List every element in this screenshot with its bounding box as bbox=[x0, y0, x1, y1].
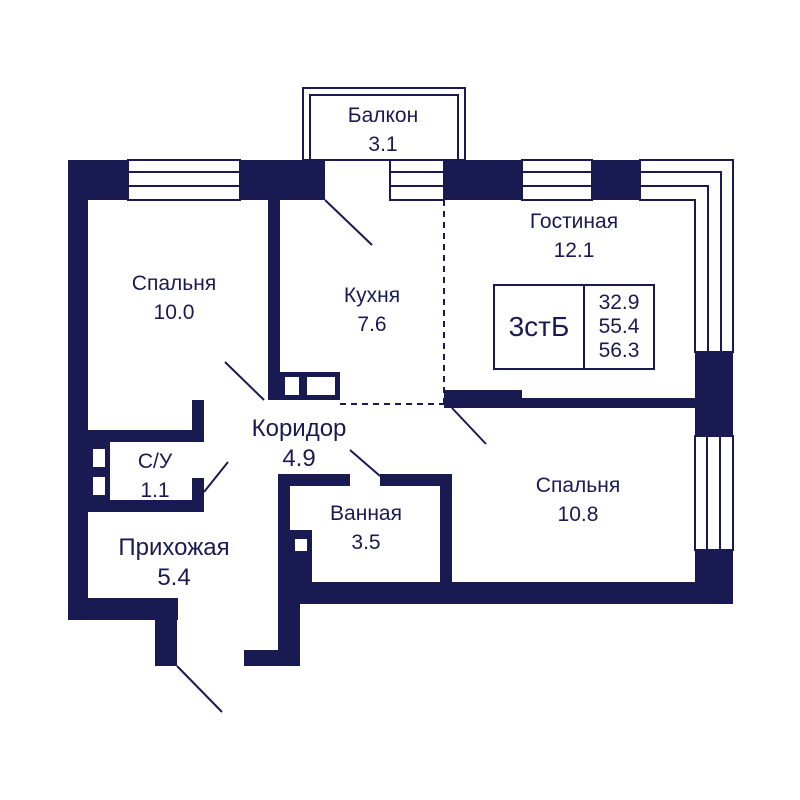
room-area: 10.0 bbox=[153, 301, 195, 324]
room-name: Кухня bbox=[343, 284, 401, 307]
door-entrance bbox=[176, 665, 223, 713]
living-area: 32.9 bbox=[598, 291, 640, 314]
room-label-bathroom: Ванная 3.5 bbox=[330, 499, 402, 557]
wall-top-right-b bbox=[592, 160, 640, 200]
wall-left bbox=[68, 160, 88, 620]
room-label-corridor: Коридор 4.9 bbox=[252, 414, 347, 474]
total-area-with-balcony: 56.3 bbox=[598, 339, 640, 362]
door-bedroom1 bbox=[224, 361, 265, 401]
window-living-corner bbox=[639, 159, 734, 353]
room-name: С/У bbox=[137, 450, 173, 473]
zone-dividers bbox=[340, 200, 445, 405]
room-label-balcony: Балкон 3.1 bbox=[348, 101, 418, 159]
wall-bath-top bbox=[278, 474, 350, 486]
apartment-summary-box: 3стБ 32.9 55.4 56.3 bbox=[493, 284, 655, 370]
wall-right-lower bbox=[695, 550, 733, 604]
total-area: 55.4 bbox=[598, 315, 640, 338]
room-area: 5.4 bbox=[157, 564, 191, 591]
door-kitchen-balcony bbox=[324, 199, 373, 246]
wall-wc-right bbox=[192, 478, 204, 512]
wall-bottom bbox=[278, 582, 733, 604]
wall-bath-left bbox=[278, 474, 290, 584]
room-name: Спальня bbox=[131, 272, 217, 295]
window-bedroom2 bbox=[694, 435, 734, 551]
wall-outlines bbox=[91, 87, 734, 553]
room-label-hallway: Прихожая 5.4 bbox=[118, 533, 229, 593]
doors bbox=[176, 199, 487, 713]
room-label-bedroom1: Спальня 10.0 bbox=[132, 269, 216, 327]
area-values: 32.9 55.4 56.3 bbox=[585, 286, 653, 368]
wall-top-right-a bbox=[444, 160, 522, 200]
room-area: 10.8 bbox=[557, 503, 599, 526]
window-living-1 bbox=[521, 159, 593, 201]
door-bathroom bbox=[349, 449, 381, 477]
window-balcony-door bbox=[389, 159, 445, 201]
wall-entry-left bbox=[155, 598, 177, 666]
walls bbox=[68, 160, 733, 666]
room-name: Коридор bbox=[251, 415, 347, 442]
wall-bedroom1-stub bbox=[192, 400, 204, 442]
room-area: 3.1 bbox=[368, 133, 398, 156]
room-name: Прихожая bbox=[118, 534, 230, 561]
wall-kitchen-left bbox=[268, 200, 280, 400]
room-name: Балкон bbox=[347, 104, 419, 127]
room-area: 1.1 bbox=[140, 479, 170, 502]
room-area: 12.1 bbox=[553, 239, 595, 262]
room-label-living: Гостиная 12.1 bbox=[530, 207, 618, 265]
room-area: 7.6 bbox=[357, 313, 387, 336]
room-name: Ванная bbox=[330, 502, 402, 525]
room-area: 3.5 bbox=[351, 531, 381, 554]
wall-top-mid bbox=[240, 160, 325, 200]
apartment-type: 3стБ bbox=[495, 286, 585, 368]
room-label-kitchen: Кухня 7.6 bbox=[344, 281, 400, 339]
wall-hall-bottom bbox=[68, 598, 178, 620]
wall-living-bottom-r bbox=[522, 398, 695, 408]
window-bedroom1 bbox=[127, 159, 241, 201]
room-name: Спальня bbox=[535, 474, 621, 497]
wall-entry-foot bbox=[244, 650, 300, 666]
wall-bath-right bbox=[440, 474, 452, 584]
door-bedroom2 bbox=[451, 407, 487, 445]
room-area: 4.9 bbox=[282, 445, 316, 472]
door-wc bbox=[203, 461, 229, 493]
wall-bath-top-r bbox=[380, 474, 452, 486]
room-label-wc: С/У 1.1 bbox=[138, 447, 172, 505]
room-name: Гостиная bbox=[529, 210, 619, 233]
wall-wc-bottom bbox=[88, 500, 198, 512]
wall-living-bottom bbox=[444, 390, 522, 408]
wall-right-mid bbox=[695, 352, 733, 436]
wall-bedroom1-bottom bbox=[88, 430, 198, 442]
room-label-bedroom2: Спальня 10.8 bbox=[536, 471, 620, 529]
